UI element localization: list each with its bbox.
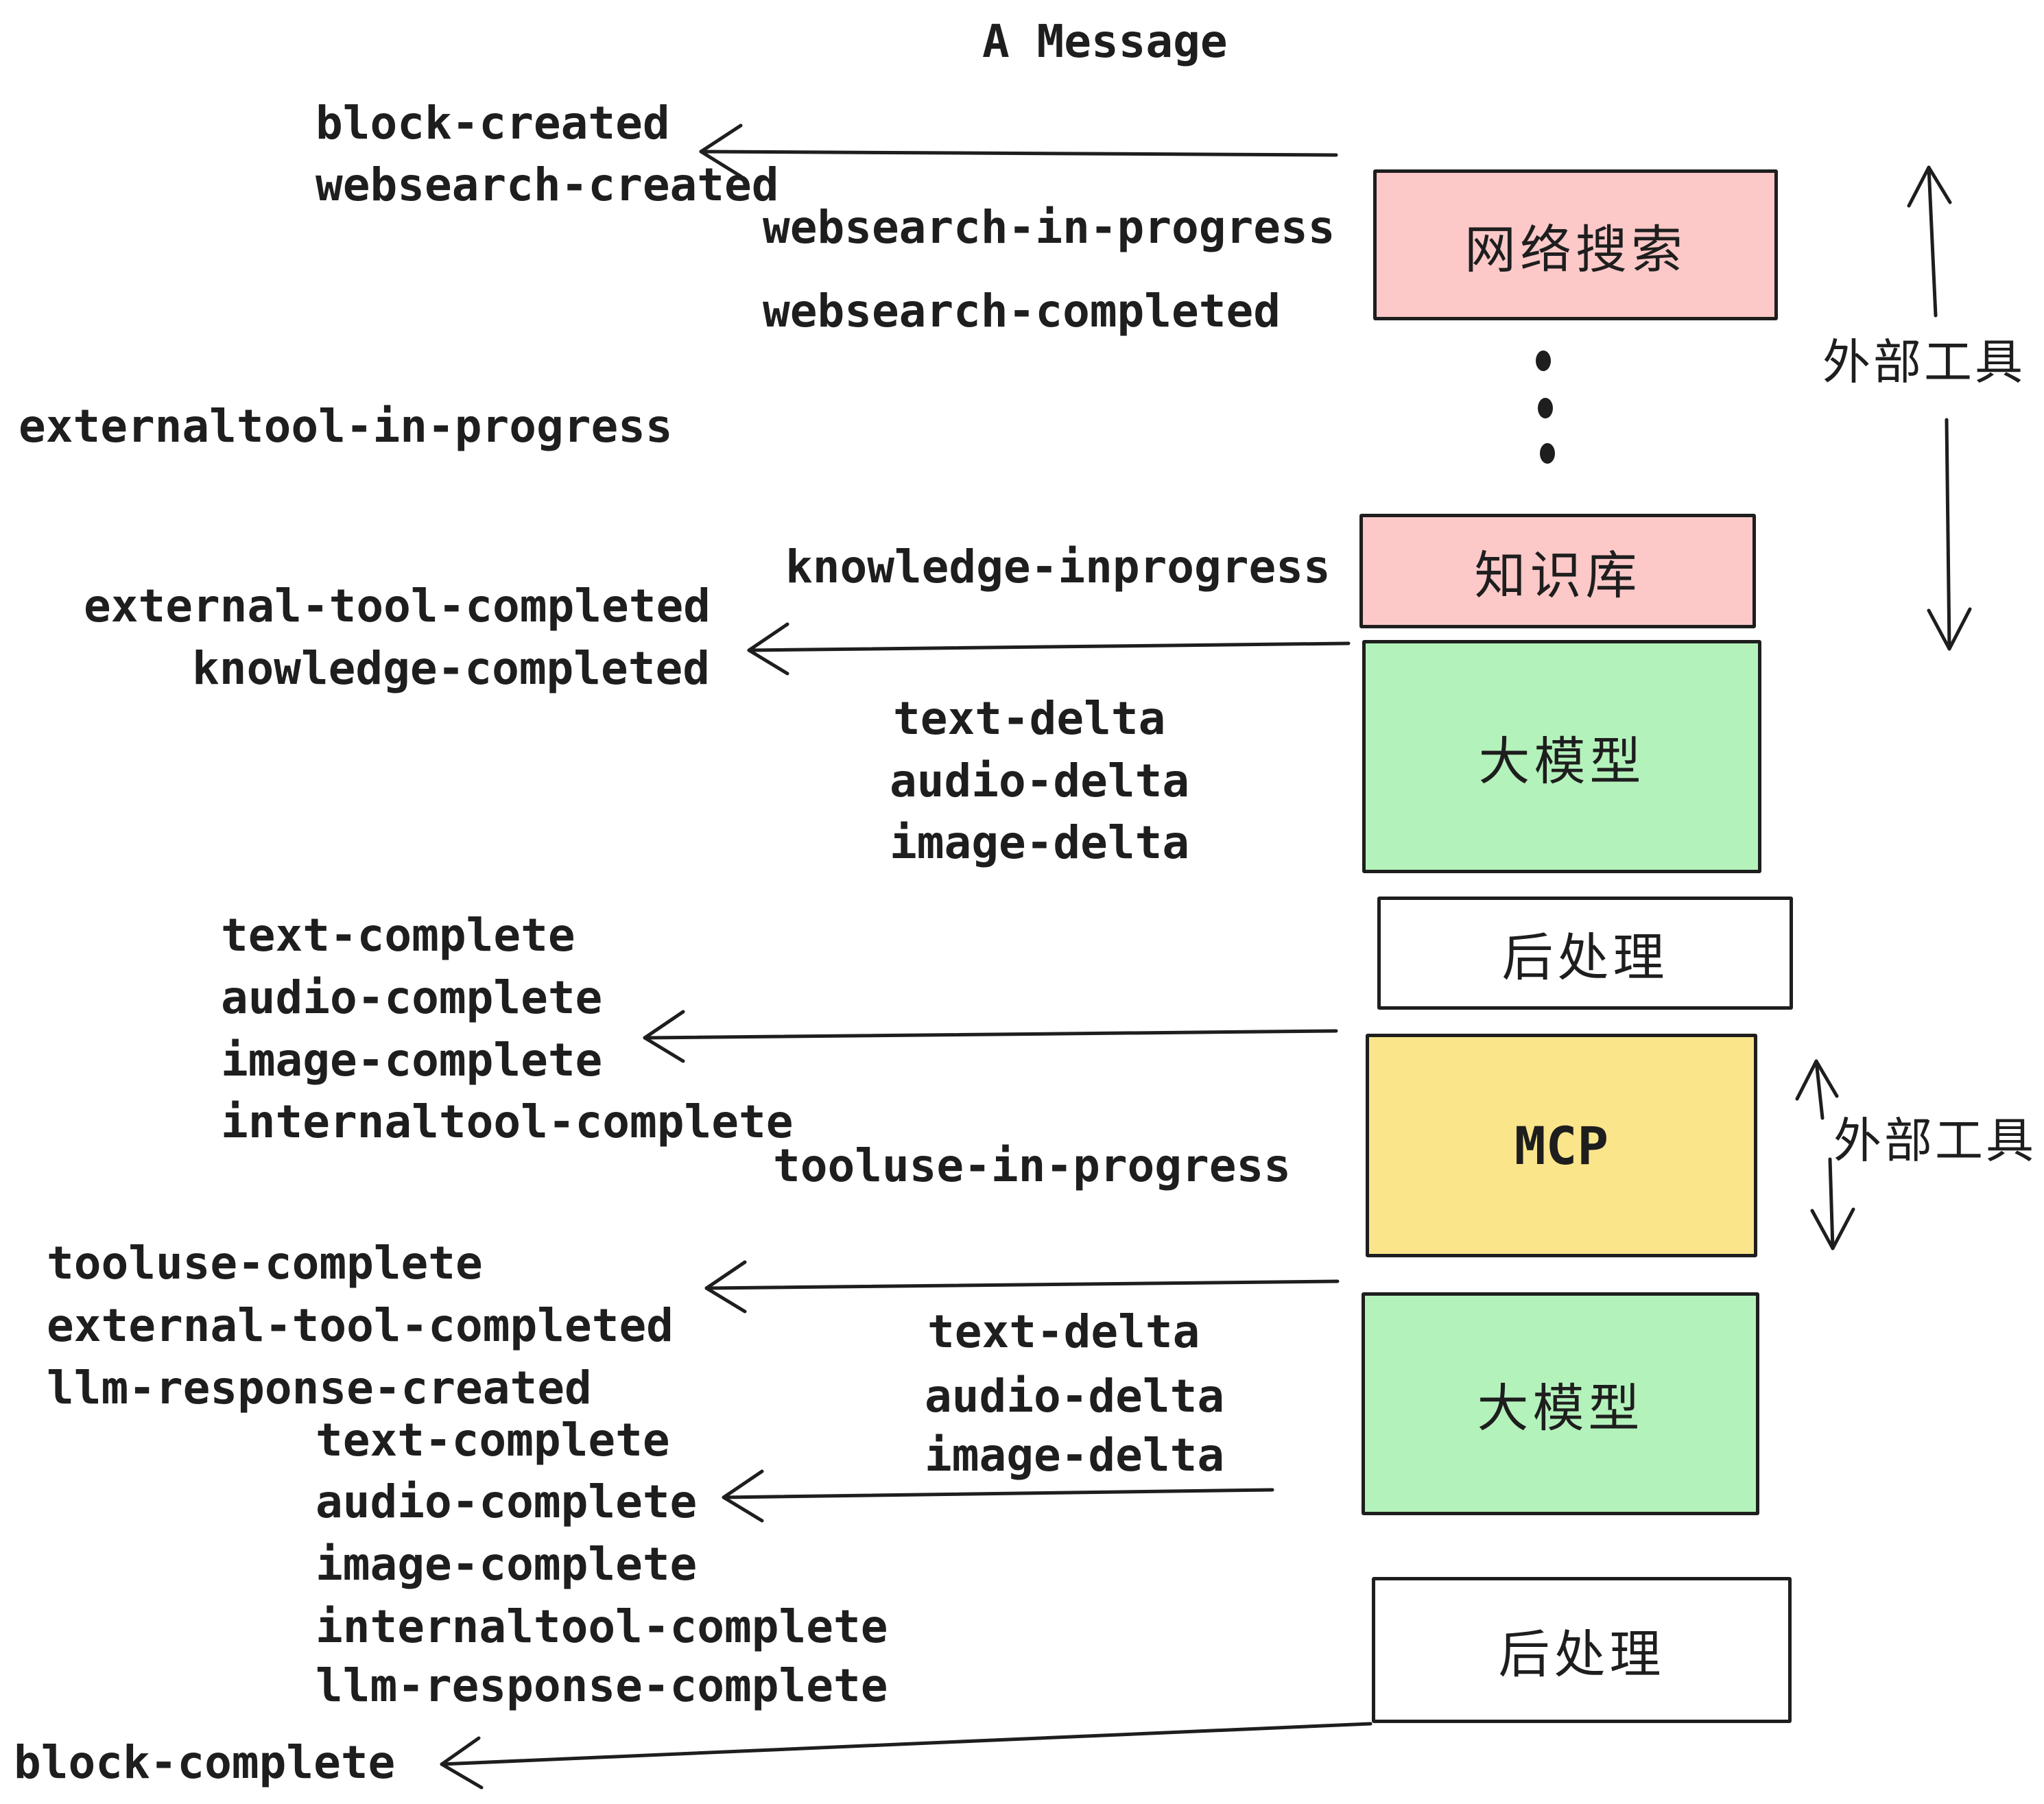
event-label-internaltool-complete-2: internaltool-complete <box>316 1600 888 1653</box>
event-label-text-complete-1: text-complete <box>221 909 575 962</box>
node-web-search: 网络搜索 <box>1373 169 1778 320</box>
event-label-text-delta-2: text-delta <box>927 1305 1200 1358</box>
event-label-image-delta-2: image-delta <box>925 1429 1225 1482</box>
node-mcp-label: MCP <box>1514 1115 1609 1176</box>
event-label-llm-response-created: llm-response-created <box>47 1362 592 1414</box>
event-label-tooluse-in-progress: tooluse-in-progress <box>773 1139 1291 1192</box>
vertical-ellipsis-icon <box>1536 351 1555 464</box>
event-label-audio-complete-2: audio-complete <box>316 1475 698 1528</box>
event-label-websearch-completed: websearch-completed <box>763 285 1281 337</box>
node-llm-bottom: 大模型 <box>1362 1292 1759 1515</box>
event-label-knowledge-inprogress: knowledge-inprogress <box>785 541 1331 593</box>
event-label-websearch-in-progress: websearch-in-progress <box>763 201 1335 254</box>
node-web-search-label: 网络搜索 <box>1464 220 1687 278</box>
external-tools-span-arrow-bottom <box>1795 1059 1855 1250</box>
node-post-process-bottom-label: 后处理 <box>1498 1626 1665 1683</box>
event-label-external-tool-completed-1: external-tool-completed <box>84 580 711 632</box>
event-label-image-complete-2: image-complete <box>316 1538 698 1591</box>
node-knowledge-base-label: 知识库 <box>1474 547 1641 604</box>
diagram-title: A Message <box>982 15 1228 68</box>
arrow-websearch-to-block-created <box>699 123 1338 178</box>
event-label-text-complete-2: text-complete <box>316 1414 670 1467</box>
event-label-audio-delta-1: audio-delta <box>890 755 1190 807</box>
arrow-mcp-to-tooluse-complete <box>704 1260 1340 1314</box>
event-label-image-delta-1: image-delta <box>890 816 1190 869</box>
arrow-llm-to-audio-complete <box>722 1469 1274 1523</box>
event-label-externaltool-in-progress: externaltool-in-progress <box>19 400 673 453</box>
event-label-external-tool-completed-2: external-tool-completed <box>47 1299 674 1352</box>
event-label-image-complete-1: image-complete <box>221 1034 603 1087</box>
node-post-process-top: 后处理 <box>1377 897 1793 1010</box>
event-label-tooluse-complete: tooluse-complete <box>47 1237 483 1290</box>
external-tools-span-arrow-top <box>1907 165 1972 651</box>
event-label-knowledge-completed: knowledge-completed <box>192 642 710 695</box>
event-label-internaltool-complete-1: internaltool-complete <box>221 1095 794 1148</box>
node-llm-top-label: 大模型 <box>1478 732 1645 790</box>
arrow-llm-to-knowledge-completed <box>747 622 1351 676</box>
event-label-block-created: block-created <box>316 97 670 150</box>
side-label-external-tools-bottom: 外部工具 <box>1833 1114 2036 1167</box>
side-label-external-tools-top: 外部工具 <box>1822 335 2025 389</box>
arrow-postprocess-to-block-complete <box>440 1722 1372 1790</box>
arrow-postprocess-to-image-complete <box>643 1010 1338 1063</box>
node-post-process-bottom: 后处理 <box>1372 1577 1792 1723</box>
node-post-process-top-label: 后处理 <box>1501 929 1669 986</box>
event-label-audio-complete-1: audio-complete <box>221 971 603 1024</box>
event-label-llm-response-complete: llm-response-complete <box>316 1659 888 1712</box>
node-mcp: MCP <box>1366 1034 1757 1257</box>
event-label-block-complete: block-complete <box>14 1736 396 1789</box>
event-label-audio-delta-2: audio-delta <box>925 1370 1225 1423</box>
event-label-text-delta-1: text-delta <box>893 692 1166 745</box>
node-llm-bottom-label: 大模型 <box>1477 1379 1644 1437</box>
node-llm-top: 大模型 <box>1362 640 1761 873</box>
event-label-websearch-created: websearch-created <box>316 158 779 211</box>
node-knowledge-base: 知识库 <box>1359 514 1756 628</box>
